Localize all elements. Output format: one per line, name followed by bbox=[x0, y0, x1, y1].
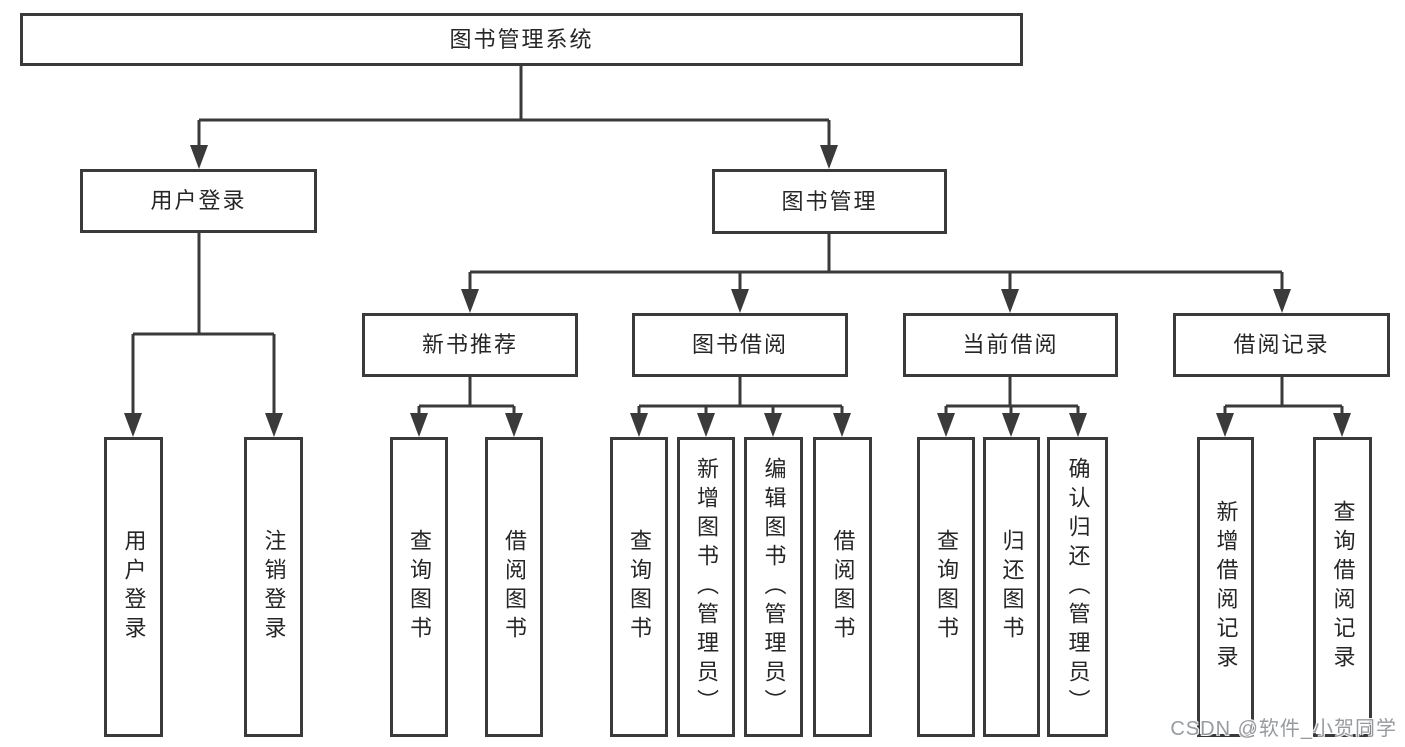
leaf-current-query-books: 查询图书 bbox=[917, 437, 975, 737]
leaf-user-login-label: 用户登录 bbox=[121, 529, 147, 645]
leaf-logout-label: 注销登录 bbox=[261, 529, 287, 645]
node-new-book-recommend: 新书推荐 bbox=[362, 313, 578, 377]
node-new-book-recommend-label: 新书推荐 bbox=[421, 332, 518, 357]
leaf-current-return-books: 归还图书 bbox=[983, 437, 1040, 737]
leaf-records-add-record: 新增借阅记录 bbox=[1197, 437, 1254, 737]
node-root: 图书管理系统 bbox=[20, 13, 1023, 66]
leaf-borrowing-add-books-admin-label: 新增图书（管理员） bbox=[694, 456, 719, 718]
connector-root-to-level2 bbox=[190, 66, 838, 169]
node-book-management-label: 图书管理 bbox=[781, 188, 878, 214]
node-book-borrowing: 图书借阅 bbox=[632, 313, 848, 377]
connector-newbook-to-leaves bbox=[410, 377, 523, 437]
leaf-current-confirm-return-admin-label: 确认归还（管理员） bbox=[1065, 456, 1091, 718]
connector-records-to-leaves bbox=[1216, 377, 1351, 437]
leaf-records-query-record: 查询借阅记录 bbox=[1313, 437, 1372, 737]
connector-userlogin-to-leaves bbox=[124, 233, 283, 437]
node-user-login-label: 用户登录 bbox=[150, 188, 247, 213]
leaf-current-confirm-return-admin: 确认归还（管理员） bbox=[1047, 437, 1108, 737]
leaf-current-return-books-label: 归还图书 bbox=[999, 529, 1025, 645]
leaf-borrowing-edit-books-admin: 编辑图书（管理员） bbox=[744, 437, 803, 737]
node-borrowing-records-label: 借阅记录 bbox=[1233, 332, 1330, 357]
leaf-newbook-borrow-books-label: 借阅图书 bbox=[502, 529, 527, 645]
leaf-current-query-books-label: 查询图书 bbox=[934, 529, 959, 645]
leaf-borrowing-query-books-label: 查询图书 bbox=[627, 529, 652, 645]
leaf-records-add-record-label: 新增借阅记录 bbox=[1213, 500, 1239, 674]
connector-current-to-leaves bbox=[937, 377, 1087, 437]
leaf-borrowing-borrow-books-label: 借阅图书 bbox=[830, 529, 856, 645]
node-borrowing-records: 借阅记录 bbox=[1173, 313, 1390, 377]
leaf-newbook-query-books-label: 查询图书 bbox=[407, 529, 432, 645]
csdn-watermark: CSDN @软件_小贺同学 bbox=[1170, 718, 1397, 740]
connector-bookmgmt-to-level3 bbox=[461, 234, 1291, 313]
node-current-borrowing: 当前借阅 bbox=[903, 313, 1118, 377]
connector-borrowing-to-leaves bbox=[630, 377, 851, 437]
node-book-borrowing-label: 图书借阅 bbox=[691, 332, 788, 357]
leaf-borrowing-edit-books-admin-label: 编辑图书（管理员） bbox=[761, 456, 787, 718]
node-user-login: 用户登录 bbox=[80, 169, 317, 233]
leaf-logout: 注销登录 bbox=[244, 437, 303, 737]
leaf-borrowing-borrow-books: 借阅图书 bbox=[813, 437, 872, 737]
leaf-borrowing-query-books: 查询图书 bbox=[610, 437, 668, 737]
leaf-newbook-query-books: 查询图书 bbox=[390, 437, 448, 737]
node-book-management: 图书管理 bbox=[712, 169, 947, 234]
leaf-user-login: 用户登录 bbox=[104, 437, 163, 737]
node-root-label: 图书管理系统 bbox=[449, 26, 594, 52]
leaf-records-query-record-label: 查询借阅记录 bbox=[1330, 500, 1356, 674]
leaf-newbook-borrow-books: 借阅图书 bbox=[485, 437, 543, 737]
leaf-borrowing-add-books-admin: 新增图书（管理员） bbox=[677, 437, 735, 737]
node-current-borrowing-label: 当前借阅 bbox=[962, 332, 1059, 357]
